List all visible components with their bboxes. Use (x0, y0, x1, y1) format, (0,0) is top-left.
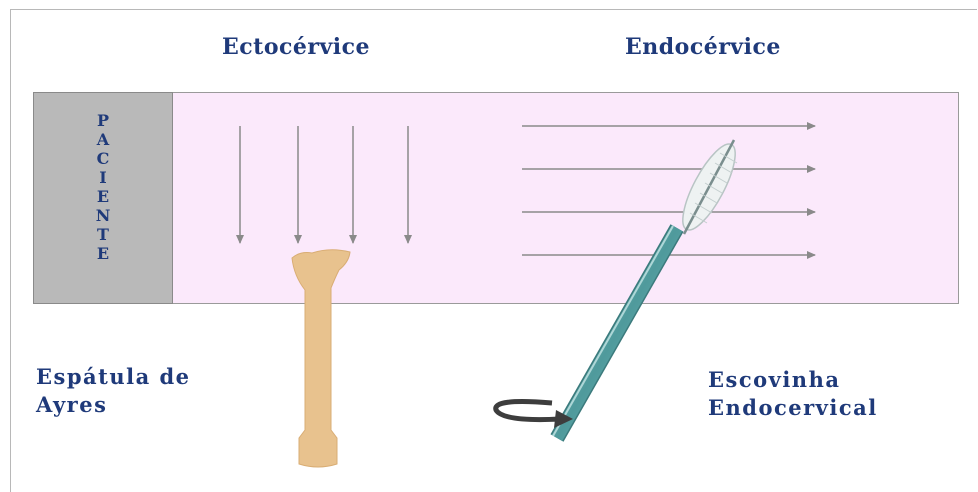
brush-label-line2: Endocervical (708, 394, 878, 422)
spatula-label-line2: Ayres (36, 391, 191, 419)
down-arrows (240, 126, 408, 243)
ayres-spatula-icon (292, 250, 350, 467)
brush-label: Escovinha Endocervical (708, 366, 878, 422)
spatula-label: Espátula de Ayres (36, 363, 191, 419)
brush-label-line1: Escovinha (708, 366, 878, 394)
rotation-arrow-icon (496, 402, 573, 428)
spatula-label-line1: Espátula de (36, 363, 191, 391)
